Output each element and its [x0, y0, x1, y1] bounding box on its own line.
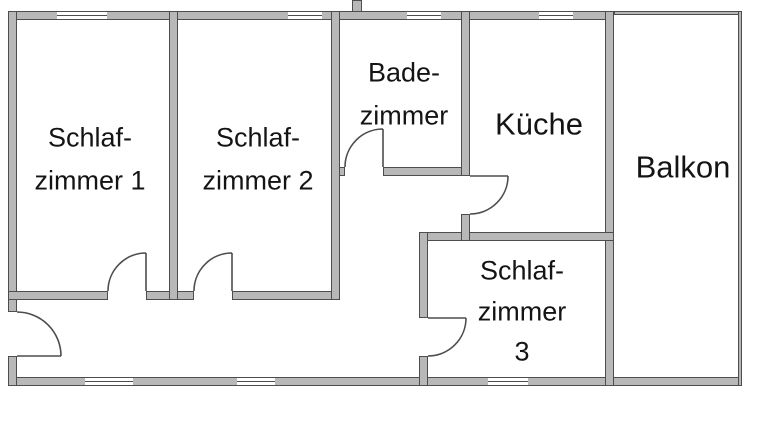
window	[237, 377, 275, 386]
room-label-line: Schlaf-	[479, 255, 565, 286]
room-label-badezimmer: Bade- zimmer	[360, 51, 449, 136]
wall-left-upper	[8, 11, 17, 312]
room-label-line: Balkon	[635, 149, 731, 185]
room-label-kueche: Küche	[495, 101, 583, 150]
schlafzimmer-3-door-arc	[427, 317, 467, 357]
window	[57, 11, 107, 20]
entry-door-arc	[16, 311, 62, 357]
wall-s3-left-lower	[419, 356, 428, 386]
schlafzimmer-2-door-arc	[193, 252, 233, 292]
wall-kueche-door-stub	[461, 214, 470, 241]
room-label-line: Schlaf-	[215, 122, 301, 153]
wall-left-lower	[8, 356, 17, 386]
balkon-railing-right	[738, 11, 742, 386]
room-label-schlafzimmer-2: Schlaf- zimmer 2	[202, 116, 313, 201]
room-label-line: zimmer	[359, 100, 449, 130]
window	[488, 377, 528, 386]
room-label-line: Bade-	[367, 57, 441, 88]
wall-s2-bade	[331, 11, 340, 300]
window	[407, 11, 441, 20]
room-label-line: 3	[514, 336, 530, 367]
badezimmer-door-arc	[344, 128, 384, 168]
schlafzimmer-1-door-arc	[107, 252, 147, 292]
wall-right-balkon	[605, 11, 614, 386]
wall-bade-kueche	[461, 11, 470, 176]
room-label-schlafzimmer-1: Schlaf- zimmer 1	[34, 116, 145, 201]
room-label-line: zimmer 1	[34, 165, 146, 195]
wall-corridor-segment-a	[8, 291, 108, 300]
wall-s3-left-upper	[419, 232, 428, 318]
window	[288, 11, 322, 20]
room-label-line: Schlaf-	[47, 122, 133, 153]
room-label-line: Küche	[495, 106, 583, 142]
room-label-line: zimmer	[477, 295, 567, 326]
room-label-line: zimmer 2	[202, 165, 314, 195]
wall-s1-s2	[169, 11, 178, 300]
window	[539, 11, 573, 20]
wall-top-stub	[352, 0, 362, 12]
room-label-balkon: Balkon	[636, 144, 731, 193]
window	[85, 377, 133, 386]
room-label-schlafzimmer-3: Schlaf- zimmer 3	[478, 250, 567, 372]
kueche-door-arc	[469, 175, 509, 215]
